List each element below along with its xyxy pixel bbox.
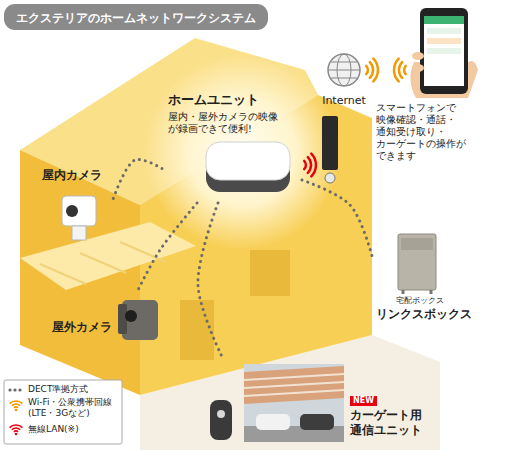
node-heading: ホームユニット [168, 92, 288, 108]
globe-latitude [331, 78, 357, 79]
finger [412, 64, 424, 72]
legend: DECT準拠方式 Wi-Fi・公衆携帯回線 (LTE・3Gなど) 無線LAN(※) [4, 380, 122, 444]
dect-connection [198, 203, 224, 360]
router-device [322, 116, 338, 170]
legend-wifi-icon [15, 409, 18, 412]
delivery-box-leg [402, 290, 405, 294]
roof-slat [244, 382, 344, 388]
camera-lens [66, 205, 78, 217]
title-text: エクステリアのホームネットワークシステム [16, 11, 256, 25]
node-heading: 宅配ボックス [396, 296, 476, 306]
smartphone-node: スマートフォンで 映像確認・通話・ 通知受け取り・ カーゲートの操作が できます [372, 4, 505, 168]
car [300, 414, 334, 430]
delivery-box [398, 234, 436, 290]
node-heading: 屋内カメラ [42, 168, 108, 183]
window [250, 250, 290, 296]
screen-row [427, 38, 461, 44]
indoor-camera [62, 196, 96, 226]
roof-slat [244, 390, 344, 396]
home-unit: ホームユニット屋内・屋外カメラの映像が録画できて便利! [162, 88, 302, 203]
dect-connection [112, 159, 162, 202]
globe-equator [328, 70, 360, 71]
smartphone-screen [424, 16, 464, 86]
outdoor-camera [122, 300, 158, 340]
pergola-slat [40, 264, 86, 284]
camera-stand [72, 226, 86, 240]
wifi-waves [404, 66, 406, 74]
wifi-waves [399, 62, 402, 78]
legend-dect-dot [18, 388, 21, 391]
dect-connection [138, 203, 197, 290]
delivery-box-node: 宅配ボックスリンクスボックス [372, 226, 484, 326]
node-heading: スマートフォンで 映像確認・通話・ 通知受け取り・ カーゲートの操作が できます [376, 102, 476, 161]
pergola-slat [80, 253, 126, 273]
wifi-waves [394, 59, 399, 82]
smartphone-body [420, 8, 468, 94]
remote-button [217, 410, 225, 418]
camera-lens [125, 310, 137, 322]
dect-connection [302, 180, 372, 256]
title-banner: エクステリアのホームネットワークシステム [4, 4, 268, 30]
legend-box [4, 380, 122, 444]
balcony-pergola [20, 222, 196, 290]
node-text: カーゲート用 通信ユニット [350, 408, 432, 438]
screen-header [424, 16, 464, 24]
internet-globe [328, 54, 360, 86]
gate-remote [210, 400, 232, 440]
legend-lan-icon [10, 425, 23, 432]
wireless-lan-waves [304, 161, 306, 169]
carport-photo [244, 364, 344, 442]
delivery-box-lid [401, 238, 433, 250]
legend-entry: Wi-Fi・公衆携帯回線 (LTE・3Gなど) [4, 397, 122, 420]
wifi-waves [373, 59, 378, 82]
indoor-camera-node: 屋内カメラ [38, 166, 112, 246]
car [256, 414, 290, 430]
node-text: リンクスボックス [376, 307, 480, 322]
car-gate-unit: NEW カーゲート用 通信ユニット [200, 360, 436, 446]
internet-node: Internet [316, 50, 373, 112]
wifi-waves [366, 66, 368, 74]
node-text: 屋内・屋外カメラの映像が録画できて便利! [168, 111, 285, 135]
legend-dect-dot [13, 388, 16, 391]
carport-roof [244, 366, 344, 404]
legend-lan-icon [15, 433, 18, 436]
wireless-lan-waves [308, 157, 311, 173]
legend-text: Wi-Fi・公衆携帯回線 (LTE・3Gなど) [28, 397, 120, 420]
roof-slat [244, 374, 344, 380]
legend-text: 無線LAN(※) [28, 424, 120, 435]
legend-text: DECT準拠方式 [28, 384, 120, 395]
delivery-box-leg [430, 290, 433, 294]
legend-entry: 無線LAN(※) [4, 424, 122, 435]
screen-row [427, 28, 461, 34]
node-heading: NEW [350, 396, 377, 406]
legend-dect-dot [8, 388, 11, 391]
finger [412, 52, 424, 60]
wifi-waves [370, 62, 373, 78]
camera-front [118, 304, 127, 334]
node-heading: Internet [318, 94, 370, 108]
outdoor-camera-node: 屋外カメラ [48, 290, 168, 348]
node-heading: 屋外カメラ [52, 320, 118, 335]
wireless-lan-waves [311, 154, 316, 177]
screen-row [427, 48, 461, 54]
home-unit-device [206, 142, 290, 180]
globe-latitude [331, 62, 357, 63]
door [180, 300, 214, 360]
router-camera [325, 173, 335, 183]
home-unit-glow [144, 54, 340, 250]
legend-wifi-icon [10, 401, 23, 408]
legend-entry: DECT準拠方式 [4, 384, 122, 395]
